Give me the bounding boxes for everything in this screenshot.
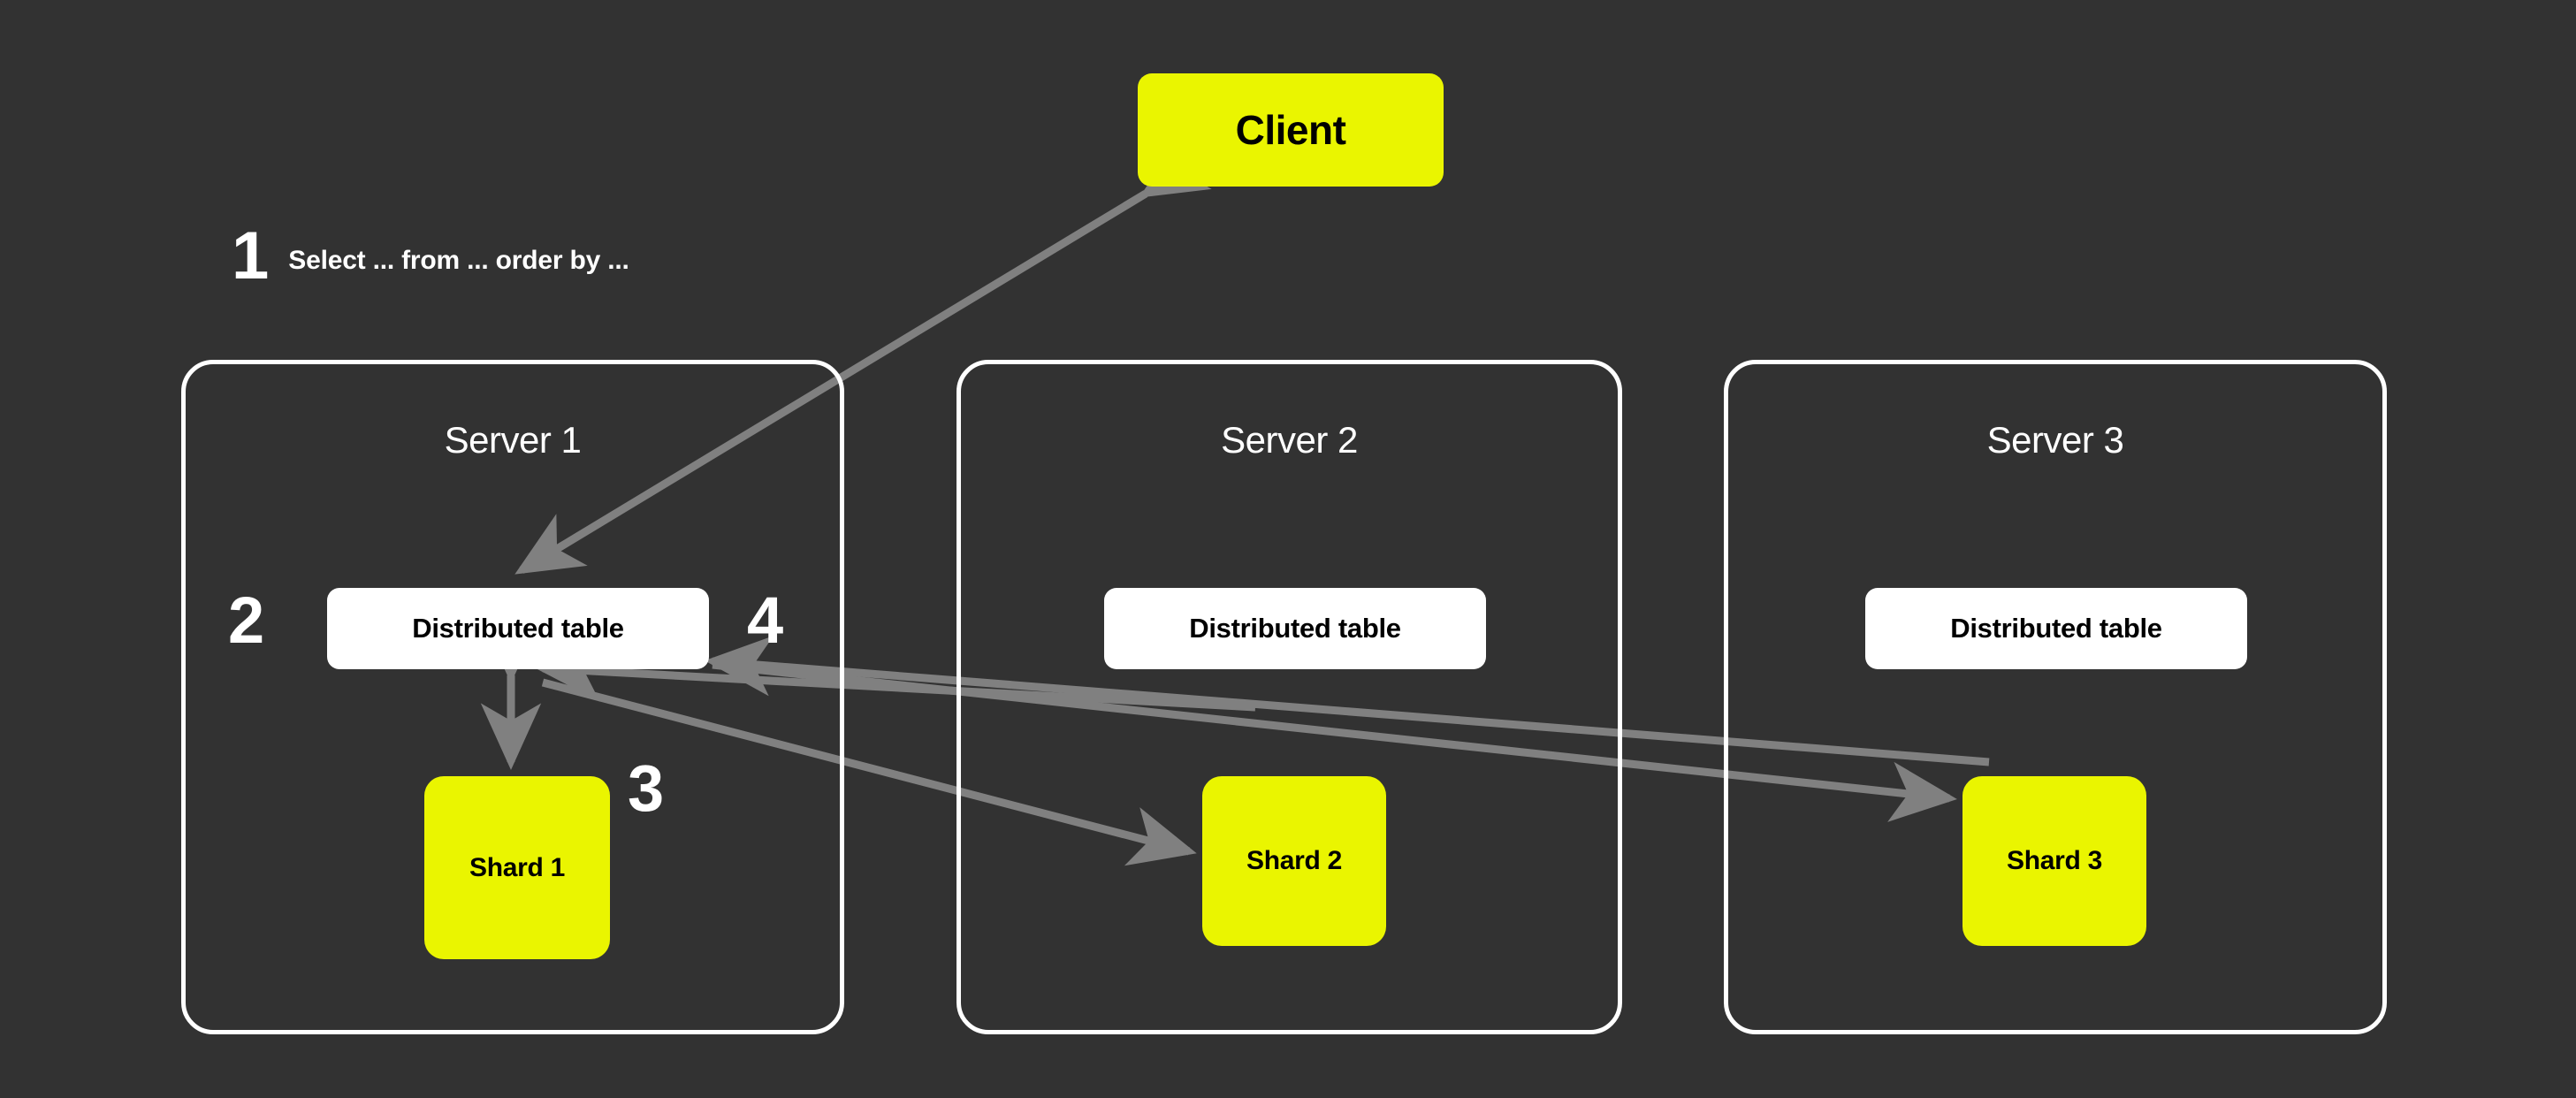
server-panel-1[interactable]: Server 1 Distributed table Shard 1	[181, 360, 844, 1034]
client-label: Client	[1235, 107, 1346, 153]
distributed-table-1[interactable]: Distributed table	[327, 588, 709, 669]
server-3-title: Server 3	[1986, 419, 2124, 461]
shard-3-node[interactable]: Shard 3	[1962, 776, 2146, 946]
server-panel-3[interactable]: Server 3 Distributed table Shard 3	[1724, 360, 2387, 1034]
distributed-table-2-label: Distributed table	[1189, 613, 1401, 644]
step-3-number: 3	[628, 751, 665, 825]
step-1-number: 1	[232, 218, 270, 294]
shard-3-label: Shard 3	[2007, 846, 2102, 875]
shard-2-label: Shard 2	[1246, 846, 1342, 875]
server-panel-2[interactable]: Server 2 Distributed table Shard 2	[956, 360, 1622, 1034]
distributed-table-3-label: Distributed table	[1950, 613, 2162, 644]
distributed-table-2[interactable]: Distributed table	[1104, 588, 1486, 669]
step-4-number: 4	[747, 583, 784, 657]
distributed-table-3[interactable]: Distributed table	[1865, 588, 2247, 669]
step-1-caption: 1 Select ... from ... order by ...	[232, 223, 629, 290]
server-1-title: Server 1	[444, 419, 582, 461]
shard-1-label: Shard 1	[469, 852, 565, 882]
step-1-query-text: Select ... from ... order by ...	[288, 246, 629, 275]
step-2-number: 2	[228, 583, 265, 657]
distributed-table-1-label: Distributed table	[412, 613, 624, 644]
shard-2-node[interactable]: Shard 2	[1202, 776, 1386, 946]
client-node[interactable]: Client	[1138, 73, 1444, 187]
server-2-title: Server 2	[1221, 419, 1358, 461]
shard-1-node[interactable]: Shard 1	[424, 776, 610, 959]
